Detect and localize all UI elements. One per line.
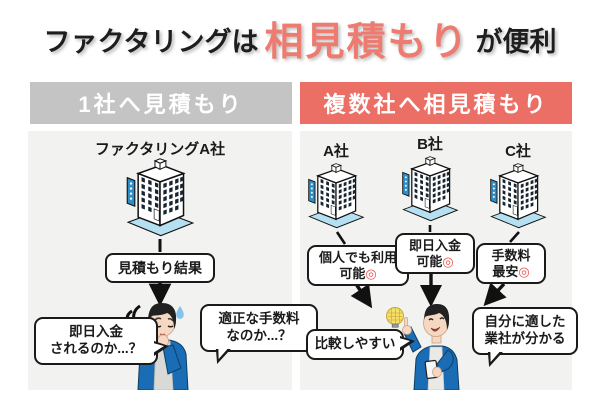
- lightbulb-icon: [386, 307, 404, 328]
- bubble-line: なのか...？: [226, 327, 292, 343]
- speech-bubble: 適正な手数料 なのか...？: [200, 304, 318, 364]
- happy-person-icon: [386, 304, 460, 390]
- sweat-drop-icon: [176, 306, 184, 319]
- title-pre: ファクタリングは: [43, 26, 259, 58]
- multi-quote-panel: A社 B社 C社 個人でも利用 可能◎ 即日入金 可能◎ 手数料 最安◎: [300, 131, 578, 390]
- benefit-line: 個人でも利用: [318, 250, 397, 265]
- bubble-line: 即日入金: [69, 324, 123, 339]
- title-post: が便利: [475, 26, 557, 58]
- circle-mark: ◎: [442, 253, 454, 269]
- building-icon: [402, 156, 458, 222]
- company-c-label: C社: [505, 143, 531, 160]
- bubble-line: 自分に適した: [484, 314, 566, 329]
- bubble-line: 適正な手数料: [218, 311, 300, 326]
- benefit-line: 即日入金: [408, 238, 461, 253]
- bubble-line: 業社が分かる: [484, 330, 566, 346]
- bubble-line: されるのか...？: [49, 340, 143, 356]
- benefit-line: 最安◎: [492, 263, 530, 279]
- circle-mark: ◎: [365, 265, 377, 281]
- page-title: ファクタリングは 相見積もり が便利: [0, 0, 600, 78]
- benefit-line: 手数料: [491, 248, 531, 263]
- building-icon: [308, 163, 364, 229]
- benefit-box-a: 個人でも利用 可能◎: [307, 245, 409, 287]
- bubble-line: 比較しやすい: [314, 336, 396, 351]
- right-column-header: 複数社へ相見積もり: [300, 82, 572, 124]
- title-highlight: 相見積もり: [264, 19, 470, 65]
- benefit-line: 可能◎: [339, 265, 377, 281]
- benefit-box-b: 即日入金 可能◎: [395, 233, 475, 275]
- building-icon: [490, 163, 546, 229]
- quote-result-box: 見積もり結果: [105, 253, 215, 283]
- circle-mark: ◎: [518, 263, 530, 279]
- benefit-box-c: 手数料 最安◎: [476, 243, 546, 285]
- single-quote-panel: ファクタリングA社 見積もり結果: [28, 131, 318, 390]
- company-name: ファクタリングA社: [94, 141, 226, 158]
- benefit-line: 可能◎: [416, 253, 454, 269]
- speech-bubble: 比較しやすい: [306, 329, 415, 360]
- company-b-label: B社: [417, 136, 443, 153]
- speech-bubble: 即日入金 されるのか...？: [34, 317, 169, 365]
- building-icon: [126, 158, 194, 237]
- company-a-label: A社: [323, 143, 349, 160]
- left-column-header: 1社へ見積もり: [30, 82, 292, 124]
- speech-bubble: 自分に適した 業社が分かる: [472, 307, 578, 367]
